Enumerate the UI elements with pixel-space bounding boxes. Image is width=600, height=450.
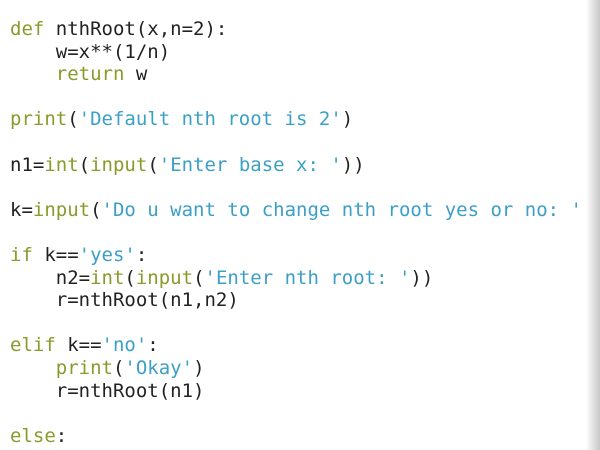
code-keyword: print [10, 108, 68, 131]
code-token: k= [10, 198, 33, 221]
code-token: ( [124, 266, 136, 289]
code-token: ( [78, 153, 91, 176]
code-line[interactable]: r=nthRoot(n1,n2) [10, 289, 582, 312]
code-token: ( [90, 198, 102, 221]
code-line[interactable]: elif k=='no': [10, 334, 582, 357]
code-string: 'no' [101, 334, 148, 357]
code-line[interactable]: ​ [10, 176, 582, 199]
code-line[interactable]: n1=int(input('Enter base x: ')) [10, 154, 582, 177]
code-keyword: elif [10, 334, 56, 357]
code-string: 'Enter nth root: ' [204, 266, 411, 289]
code-line[interactable]: ​ [10, 86, 582, 109]
code-line[interactable]: ​ [10, 312, 582, 335]
code-token: nthRoot(x,n=2): [44, 18, 228, 40]
code-keyword: print [55, 356, 113, 379]
code-token: : [55, 424, 68, 447]
code-token: r=nthRoot(n1) [10, 379, 205, 402]
scroll-edge-shadow [586, 0, 600, 450]
code-keyword: input [135, 266, 194, 289]
code-line[interactable]: return w [10, 63, 582, 86]
code-token: : [135, 243, 148, 266]
code-token: ( [147, 153, 159, 176]
code-token [10, 357, 56, 379]
code-line[interactable]: ​ [10, 402, 582, 425]
code-token: ( [67, 108, 79, 131]
code-token: w=x**(1/n) [10, 40, 171, 63]
code-token [10, 63, 56, 85]
code-token: k== [55, 334, 102, 357]
code-line[interactable]: ​ [10, 221, 582, 244]
code-keyword: if [10, 243, 33, 266]
code-keyword: input [32, 198, 91, 221]
code-line[interactable]: else: [10, 425, 582, 448]
code-token: k== [32, 243, 79, 266]
code-keyword: else [10, 424, 56, 447]
code-keyword: def [10, 18, 45, 40]
code-line[interactable]: print('Default nth root is 2') [10, 108, 582, 131]
code-line[interactable]: w=x**(1/n) [10, 41, 582, 64]
code-keyword: int [44, 153, 79, 176]
code-line[interactable]: k=input('Do u want to change nth root ye… [10, 199, 582, 222]
code-line[interactable]: n2=int(input('Enter nth root: ')) [10, 267, 582, 290]
code-token: w [124, 63, 148, 86]
code-token: ( [112, 356, 125, 379]
code-line[interactable]: def nthRoot(x,n=2): [10, 18, 582, 41]
code-line[interactable]: print('Okay') [10, 357, 582, 380]
code-token: )) [341, 153, 365, 176]
code-string: 'Default nth root is 2' [78, 108, 342, 131]
code-string: 'yes' [78, 243, 136, 266]
code-line[interactable]: ​ [10, 131, 582, 154]
code-keyword: int [90, 266, 125, 289]
code-token: r=nthRoot(n1,n2) [10, 289, 239, 312]
code-string: 'Do u want to change nth root yes or no:… [101, 198, 582, 221]
code-string: 'Okay' [124, 356, 194, 379]
code-token: ) [341, 108, 354, 131]
code-token: n1= [10, 153, 45, 176]
code-token: ( [193, 266, 205, 289]
code-token: n2= [10, 266, 91, 289]
code-keyword: return [55, 63, 125, 86]
code-token: ) [193, 356, 205, 379]
code-keyword: input [90, 153, 148, 176]
code-token: )) [410, 266, 434, 289]
code-string: 'Enter base x: ' [158, 153, 342, 176]
code-text-area[interactable]: def nthRoot(x,n=2): w=x**(1/n) return w​… [10, 18, 582, 447]
code-line[interactable]: r=nthRoot(n1) [10, 380, 582, 403]
code-line[interactable]: if k=='yes': [10, 244, 582, 267]
code-token: : [147, 334, 159, 357]
